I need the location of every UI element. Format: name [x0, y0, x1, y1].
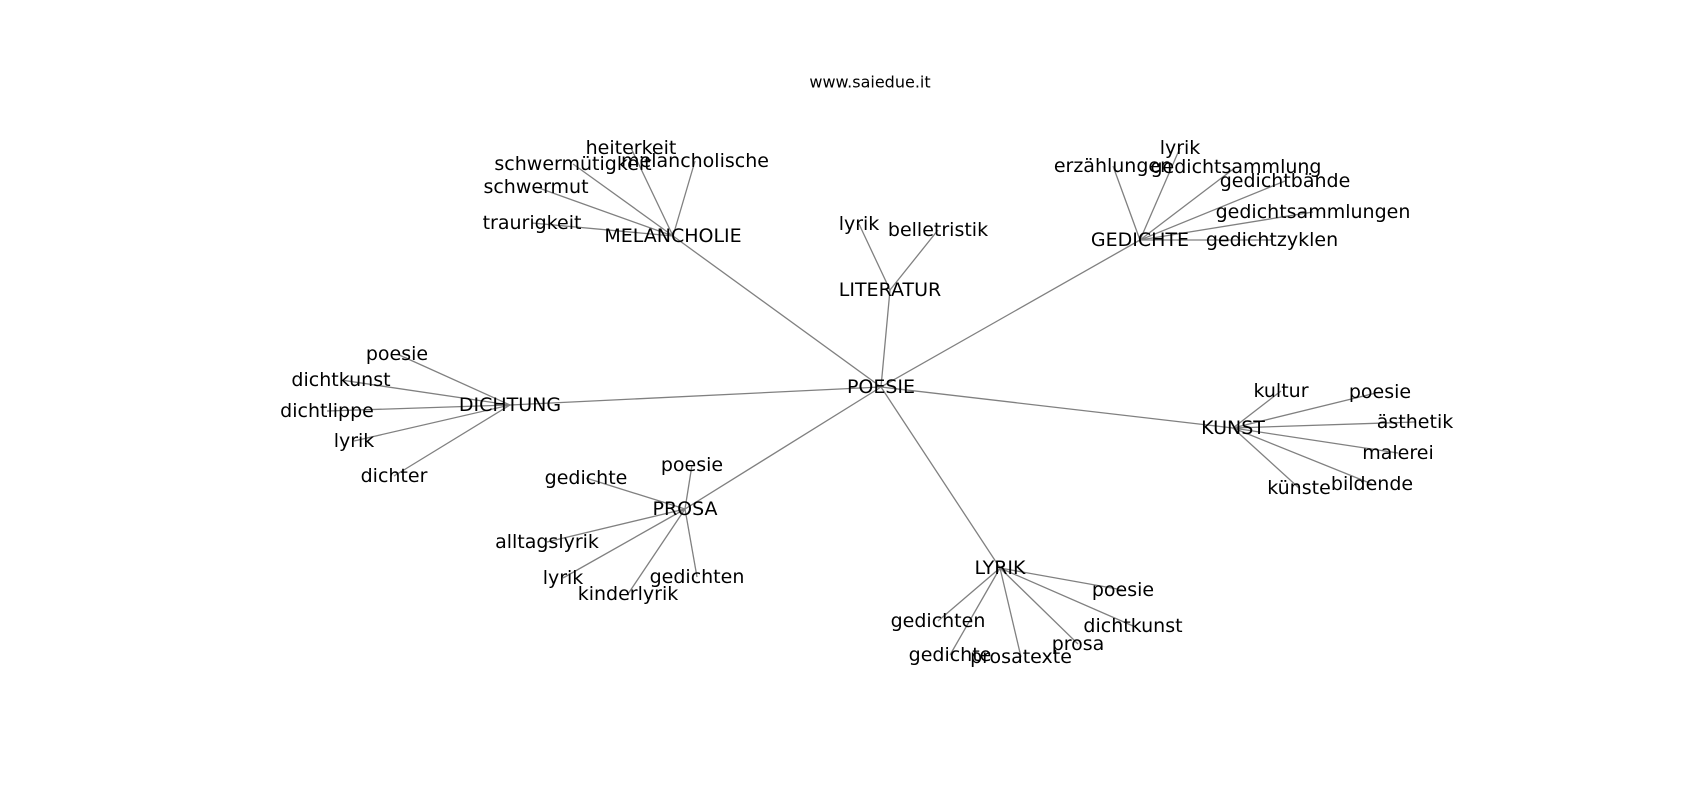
edge-poesie_c-lyrik_h — [880, 386, 1001, 569]
edge-poesie_c-dichtung — [509, 386, 882, 406]
edge-lyrik_h-lyr_poesie — [999, 567, 1124, 591]
node-label-lyr_prosa: prosa — [1052, 633, 1105, 655]
node-label-lyr_gedichten: gedichten — [891, 610, 986, 632]
edge-prosa_h-pro_gedichte — [585, 477, 686, 510]
node-label-kunst: KUNST — [1201, 417, 1265, 439]
edge-poesie_c-kunst — [880, 386, 1234, 429]
node-label-dich_lyrik: lyrik — [334, 430, 375, 452]
node-label-pro_kinderlyrik: kinderlyrik — [578, 583, 679, 605]
edge-melancholie-mel_melancholische — [672, 160, 696, 237]
node-label-kun_poesie: poesie — [1349, 381, 1411, 403]
node-label-lyr_prosatexte: prosatexte — [970, 646, 1072, 668]
edge-melancholie-mel_schwermuetigkeit — [572, 163, 674, 237]
node-label-ged_lyrik: lyrik — [1160, 137, 1201, 159]
edge-poesie_c-literatur — [880, 289, 891, 388]
node-label-kun_bildende: bildende — [1331, 473, 1413, 495]
node-label-lyr_poesie: poesie — [1092, 579, 1154, 601]
node-label-poesie_c: POESIE — [847, 376, 915, 398]
node-label-dich_poesie: poesie — [366, 343, 428, 365]
edge-lyrik_h-lyr_gedichte — [949, 567, 1001, 656]
edge-kunst-kun_malerei — [1232, 427, 1399, 454]
edge-dichtung-dich_poesie — [396, 353, 511, 406]
edge-poesie_c-prosa_h — [684, 386, 882, 510]
node-label-dichtung: DICHTUNG — [459, 394, 561, 416]
edge-prosa_h-pro_gedichten — [684, 508, 698, 578]
edge-prosa_h-pro_alltagslyrik — [546, 508, 686, 543]
node-label-prosa_h: PROSA — [652, 498, 717, 520]
node-label-lyr_gedichte: gedichte — [909, 644, 992, 666]
node-label-ged_gedichtsammlung: gedichtsammlung — [1150, 156, 1321, 178]
node-label-mel_traurigkeit: traurigkeit — [483, 212, 582, 234]
edge-prosa_h-pro_poesie — [684, 464, 693, 510]
node-label-dich_dichtlippe: dichtlippe — [280, 400, 374, 422]
site-label: www.saiedue.it — [809, 73, 930, 92]
edge-dichtung-dich_lyrik — [353, 404, 511, 442]
node-label-pro_poesie: poesie — [661, 454, 723, 476]
node-label-kun_kuenste: künste — [1267, 477, 1331, 499]
edge-dichtung-dich_dichtlippe — [326, 404, 511, 412]
node-label-lit_belletristik: belletristik — [888, 219, 988, 241]
edge-prosa_h-pro_kinderlyrik — [627, 508, 686, 595]
node-label-ged_gedichtsammlungen: gedichtsammlungen — [1216, 201, 1411, 223]
node-label-mel_schwermut: schwermut — [483, 176, 588, 198]
node-label-pro_gedichte: gedichte — [545, 467, 628, 489]
node-layer: POESIE LITERATUR MELANCHOLIE GEDICHTE DICHTU… — [280, 137, 1453, 668]
edge-gedichte_h-ged_gedichtsammlungen — [1139, 211, 1314, 241]
edge-poesie_c-melancholie — [672, 235, 882, 388]
edge-dichtung-dich_dichter — [393, 404, 511, 477]
node-label-ged_erzaehlungen: erzählungen — [1054, 155, 1172, 177]
edge-poesie_c-gedichte_h — [880, 239, 1141, 388]
edge-melancholie-mel_traurigkeit — [531, 222, 674, 237]
edge-gedichte_h-ged_erzaehlungen — [1112, 165, 1141, 241]
node-label-pro_alltagslyrik: alltagslyrik — [495, 531, 599, 553]
node-label-mel_heiterkeit: heiterkeit — [586, 137, 677, 159]
edge-dichtung-dich_dichtkunst — [340, 379, 511, 406]
edge-kunst-kun_kuenste — [1232, 427, 1300, 489]
edge-layer — [326, 147, 1416, 658]
node-label-lyr_dichtkunst: dichtkunst — [1083, 615, 1182, 637]
edge-lyrik_h-lyr_dichtkunst — [999, 567, 1134, 627]
node-label-ged_gedichtzyklen: gedichtzyklen — [1206, 229, 1338, 251]
edge-prosa_h-pro_lyrik — [562, 508, 686, 579]
edge-gedichte_h-ged_gedichtbaende — [1139, 180, 1286, 241]
node-label-ged_gedichtbaende: gedichtbände — [1220, 170, 1351, 192]
edge-gedichte_h-ged_lyrik — [1139, 147, 1181, 241]
node-label-gedichte_h: GEDICHTE — [1091, 229, 1189, 251]
edge-gedichte_h-ged_gedichtsammlung — [1139, 166, 1237, 241]
node-label-lyrik_h: LYRIK — [975, 557, 1026, 579]
node-label-pro_lyrik: lyrik — [543, 567, 584, 589]
edge-literatur-lit_lyrik — [858, 223, 891, 291]
edge-kunst-kun_bildende — [1232, 427, 1373, 485]
edge-lyrik_h-lyr_gedichten — [937, 567, 1001, 622]
edge-kunst-kun_kultur — [1232, 390, 1282, 429]
edge-lyrik_h-lyr_prosa — [999, 567, 1079, 645]
node-label-dich_dichtkunst: dichtkunst — [291, 369, 390, 391]
node-label-melancholie: MELANCHOLIE — [604, 225, 741, 247]
edge-literatur-lit_belletristik — [889, 229, 939, 291]
edge-melancholie-mel_schwermut — [535, 186, 674, 237]
node-label-kun_kultur: kultur — [1253, 380, 1308, 402]
node-label-lit_lyrik: lyrik — [839, 213, 880, 235]
node-label-mel_melancholische: melancholische — [621, 150, 769, 172]
node-label-literatur: LITERATUR — [839, 279, 941, 301]
edge-kunst-kun_poesie — [1232, 391, 1381, 429]
node-label-dich_dichter: dichter — [361, 465, 428, 487]
node-label-kun_malerei: malerei — [1362, 442, 1433, 464]
node-label-mel_schwermuetigkeit: schwermütigkeit — [494, 153, 651, 175]
node-label-pro_gedichten: gedichten — [650, 566, 745, 588]
edge-kunst-kun_aesthetik — [1232, 421, 1416, 429]
edge-lyrik_h-lyr_prosatexte — [999, 567, 1022, 658]
edge-melancholie-mel_heiterkeit — [630, 147, 674, 237]
node-label-kun_aesthetik: ästhetik — [1377, 411, 1453, 433]
